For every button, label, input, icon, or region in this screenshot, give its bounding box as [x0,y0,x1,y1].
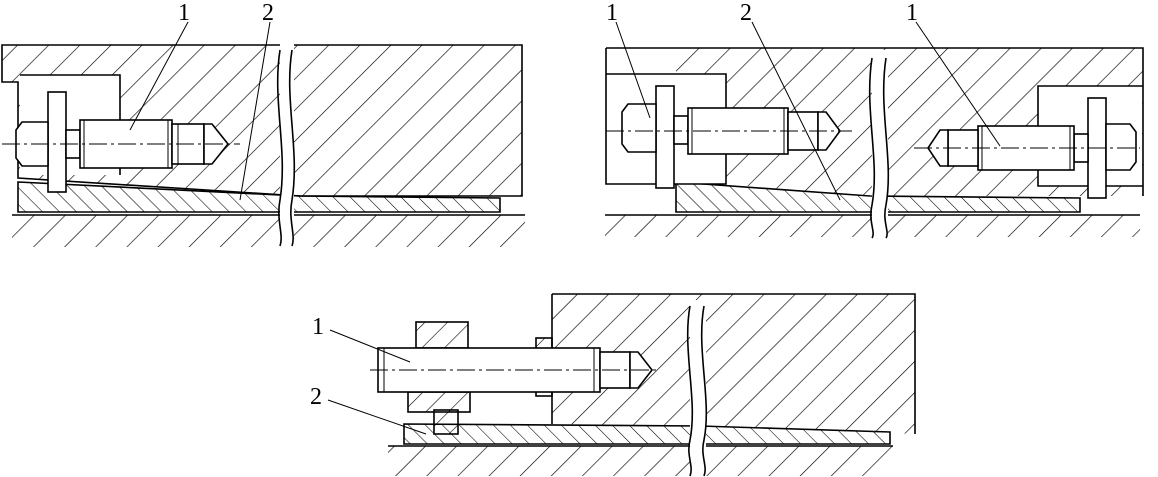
leader-1-left [615,21,651,119]
break-line [868,57,876,239]
panel-1: 1 2 [1,0,525,250]
wedge-gib [403,423,891,445]
guideway-base [12,214,525,247]
leader-1 [329,329,411,363]
callout-1-right: 1 [906,0,918,26]
slide-body [551,293,916,434]
leader-2 [751,21,841,201]
callout-1: 1 [178,0,190,26]
break-line [686,305,694,477]
panel-3: 1 2 [310,293,916,477]
panel-2: 1 2 1 [605,0,1144,240]
leader-2 [239,21,271,201]
callout-2: 2 [262,0,274,26]
adjusting-screw [370,347,660,393]
callout-1: 1 [312,314,324,340]
adjusting-screw-right [914,123,1140,171]
leader-1 [129,21,189,131]
callout-2: 2 [310,384,322,410]
callout-1-left: 1 [606,0,618,26]
leader-1-right [915,21,1001,147]
stop-plate-left [655,85,675,189]
adjusting-screw [2,119,240,169]
leader-2 [327,399,427,435]
stop-plate [47,91,67,193]
guideway-base [388,445,893,476]
callout-2: 2 [740,0,752,26]
adjusting-screw-left [606,103,852,155]
